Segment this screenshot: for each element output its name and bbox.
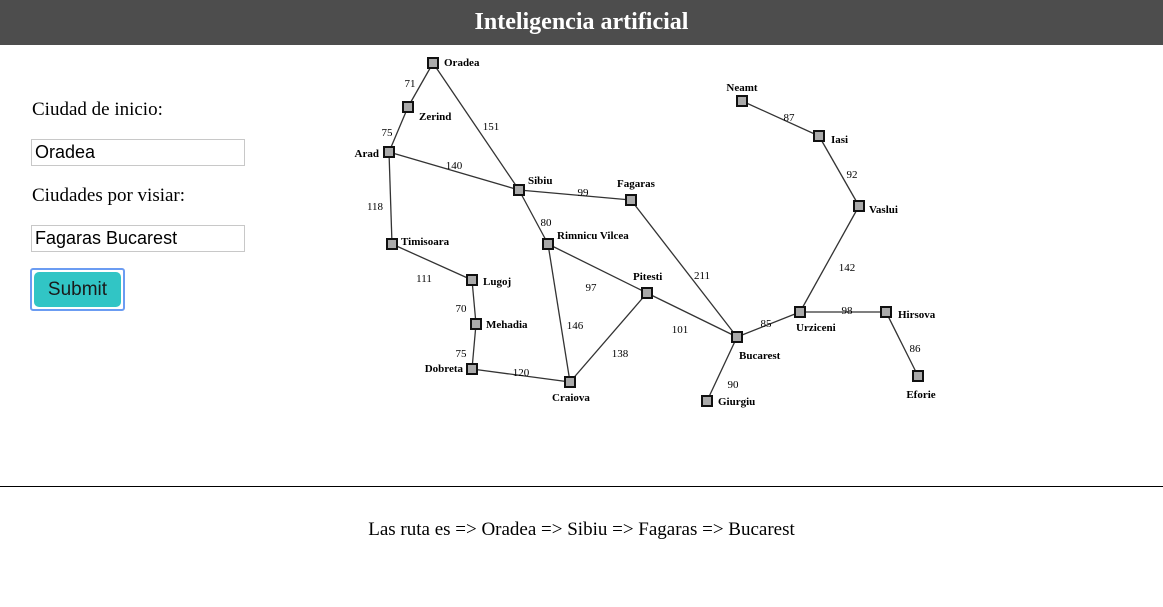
road-rimnicu-craiova [547,243,571,383]
city-label-vaslui: Vaslui [869,204,898,216]
romania-map: 71 75 151 140 118 99 80 111 70 75 120 146 97 138 101 21… [355,57,936,408]
city-label-giurgiu: Giurgiu [718,396,755,408]
cities-to-visit-input[interactable] [31,225,245,252]
city-label-arad: Arad [355,148,379,160]
city-node-oradea [427,57,439,69]
road-distance-arad-sibiu: 140 [446,160,463,172]
road-hirsova-eforie [885,311,919,377]
header-bar: Inteligencia artificial [0,0,1163,45]
road-rimnicu-pitesti [547,243,648,294]
road-distance-zerind-arad: 75 [382,127,394,139]
city-label-craiova: Craiova [552,392,590,404]
city-node-mehadia [470,318,482,330]
city-label-fagaras: Fagaras [617,178,656,190]
city-label-lugoj: Lugoj [483,276,511,288]
road-distance-arad-timisoara: 118 [367,201,384,213]
road-distance-urziceni-hirsova: 98 [842,305,854,317]
road-vaslui-iasi [818,135,860,207]
road-distance-rimnicu-pitesti: 97 [586,282,598,294]
submit-button[interactable]: Submit [30,268,125,311]
city-label-pitesti: Pitesti [633,271,662,283]
road-distance-vaslui-iasi: 92 [847,169,858,181]
city-node-rimnicu [542,238,554,250]
city-node-zerind [402,101,414,113]
city-label-oradea: Oradea [444,57,480,69]
submit-button-label: Submit [34,272,121,307]
road-oradea-sibiu [432,62,520,191]
road-distance-craiova-pitesti: 138 [612,348,629,360]
road-distance-lugoj-mehadia: 70 [456,303,468,315]
divider [0,486,1163,487]
road-arad-timisoara [388,151,393,245]
city-node-fagaras [625,194,637,206]
road-distance-bucarest-urziceni: 85 [761,318,773,330]
city-label-iasi: Iasi [831,134,848,146]
road-distance-timisoara-lugoj: 111 [416,273,432,285]
city-label-urziceni: Urziceni [796,322,836,334]
road-bucarest-urziceni [736,311,801,338]
city-label-dobreta: Dobreta [425,363,464,375]
city-node-iasi [813,130,825,142]
city-node-craiova [564,376,576,388]
city-label-sibiu: Sibiu [528,175,552,187]
road-urziceni-vaslui [799,205,860,313]
city-label-bucarest: Bucarest [739,350,781,362]
city-label-neamt: Neamt [726,82,757,94]
road-distance-mehadia-dobreta: 75 [456,348,468,360]
start-city-label: Ciudad de inicio: [32,99,163,120]
start-city-input[interactable] [31,139,245,166]
road-dobreta-craiova [471,368,571,383]
city-label-zerind: Zerind [419,111,451,123]
city-label-timisoara: Timisoara [401,236,450,248]
city-node-dobreta [466,363,478,375]
city-node-pitesti [641,287,653,299]
road-distance-sibiu-rimnicu: 80 [541,217,553,229]
road-sibiu-rimnicu [518,189,549,245]
page-title: Inteligencia artificial [474,9,689,35]
city-label-hirsova: Hirsova [898,309,936,321]
road-distance-pitesti-bucarest: 101 [672,324,689,336]
road-distance-fagaras-bucarest: 211 [694,270,710,282]
city-node-arad [383,146,395,158]
route-result: Las ruta es => Oradea => Sibiu => Fagara… [368,519,795,540]
road-distance-sibiu-fagaras: 99 [578,187,590,199]
road-bucarest-giurgiu [706,336,738,402]
road-distance-bucarest-giurgiu: 90 [728,379,740,391]
road-mehadia-dobreta [471,323,477,370]
city-label-mehadia: Mehadia [486,319,528,331]
road-arad-sibiu [388,151,520,191]
city-node-urziceni [794,306,806,318]
road-zerind-arad [388,106,409,153]
road-distance-dobreta-craiova: 120 [513,367,530,379]
city-node-neamt [736,95,748,107]
city-node-giurgiu [701,395,713,407]
cities-to-visit-label: Ciudades por visiar: [32,185,186,206]
city-label-eforie: Eforie [906,389,935,401]
road-fagaras-bucarest [630,199,738,338]
road-distance-rimnicu-craiova: 146 [567,320,584,332]
city-node-eforie [912,370,924,382]
road-timisoara-lugoj [391,243,473,281]
road-pitesti-bucarest [646,292,738,338]
road-distance-iasi-neamt: 87 [784,112,796,124]
city-label-rimnicu: Rimnicu Vilcea [557,230,629,242]
road-distance-hirsova-eforie: 86 [910,343,922,355]
road-lugoj-mehadia [471,279,477,325]
road-distance-oradea-zerind: 71 [405,78,416,90]
road-iasi-neamt [741,100,820,137]
city-node-timisoara [386,238,398,250]
road-distance-oradea-sibiu: 151 [483,121,500,133]
road-distance-urziceni-vaslui: 142 [839,262,856,274]
city-node-hirsova [880,306,892,318]
city-node-lugoj [466,274,478,286]
city-node-bucarest [731,331,743,343]
city-node-vaslui [853,200,865,212]
city-node-sibiu [513,184,525,196]
road-sibiu-fagaras [518,189,632,201]
road-craiova-pitesti [569,292,648,383]
road-oradea-zerind [407,62,434,108]
